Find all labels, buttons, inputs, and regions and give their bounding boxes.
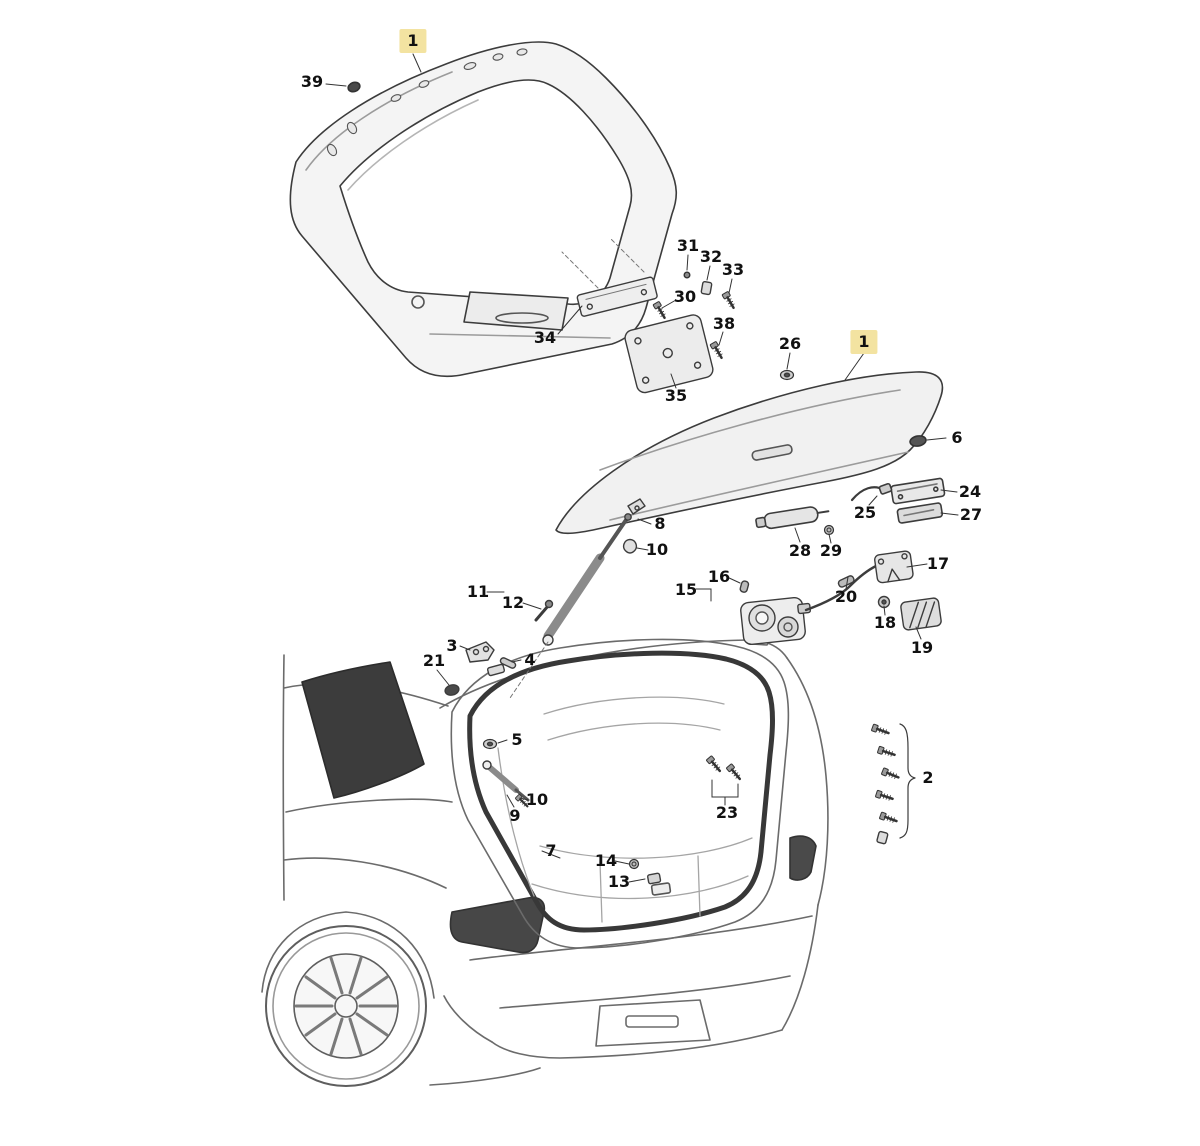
part-label-27-14[interactable]: 27: [959, 505, 983, 524]
part-label-29-18[interactable]: 29: [819, 541, 843, 560]
tailgate-panel-drawing: [289, 41, 678, 378]
spoiler-assembly-drawing: [555, 369, 946, 536]
part-label-12-24[interactable]: 12: [501, 593, 525, 612]
part-label-26-9[interactable]: 26: [778, 334, 802, 353]
car-body-drawing: [261, 633, 829, 1087]
fastener-kit-drawing: [870, 722, 916, 845]
part-label-6-11[interactable]: 6: [951, 428, 963, 447]
gas-strut-drawing: [534, 498, 646, 646]
part-label-35-8[interactable]: 35: [664, 386, 688, 405]
part-label-7-35[interactable]: 7: [545, 841, 557, 860]
part-label-13-37[interactable]: 13: [607, 872, 631, 891]
part-label-1-0[interactable]: 1: [399, 29, 427, 53]
part-label-24-12[interactable]: 24: [958, 482, 982, 501]
part-label-10-32[interactable]: 10: [525, 790, 549, 809]
part-label-10-16[interactable]: 10: [645, 540, 669, 559]
part-label-2-31[interactable]: 2: [922, 768, 934, 787]
part-label-34-7[interactable]: 34: [533, 328, 557, 347]
part-label-30-5[interactable]: 30: [673, 287, 697, 306]
part-label-5-30[interactable]: 5: [511, 730, 523, 749]
part-label-39-1[interactable]: 39: [300, 72, 324, 91]
part-label-9-33[interactable]: 9: [509, 806, 521, 825]
part-label-33-4[interactable]: 33: [721, 260, 745, 279]
leader-lines: [325, 53, 959, 883]
part-label-4-29[interactable]: 4: [524, 650, 536, 669]
part-label-20-22[interactable]: 20: [834, 587, 858, 606]
part-label-15-21[interactable]: 15: [674, 580, 698, 599]
part-label-38-6[interactable]: 38: [712, 314, 736, 333]
part-label-19-26[interactable]: 19: [910, 638, 934, 657]
part-label-25-13[interactable]: 25: [853, 503, 877, 522]
part-label-3-27[interactable]: 3: [446, 636, 458, 655]
part-label-14-36[interactable]: 14: [594, 851, 618, 870]
part-label-32-3[interactable]: 32: [699, 247, 723, 266]
part-label-1-10[interactable]: 1: [850, 330, 878, 354]
license-bracket-parts-drawing: [576, 271, 738, 394]
part-label-31-2[interactable]: 31: [676, 236, 700, 255]
part-label-11-23[interactable]: 11: [466, 582, 490, 601]
part-label-28-17[interactable]: 28: [788, 541, 812, 560]
part-label-8-15[interactable]: 8: [654, 514, 666, 533]
part-label-18-25[interactable]: 18: [873, 613, 897, 632]
part-label-23-34[interactable]: 23: [715, 803, 739, 822]
part-label-16-20[interactable]: 16: [707, 567, 731, 586]
part-label-21-28[interactable]: 21: [422, 651, 446, 670]
hinge-and-small-parts-drawing: [444, 641, 744, 885]
lock-assembly-drawing: [739, 550, 942, 646]
part-label-17-19[interactable]: 17: [926, 554, 950, 573]
